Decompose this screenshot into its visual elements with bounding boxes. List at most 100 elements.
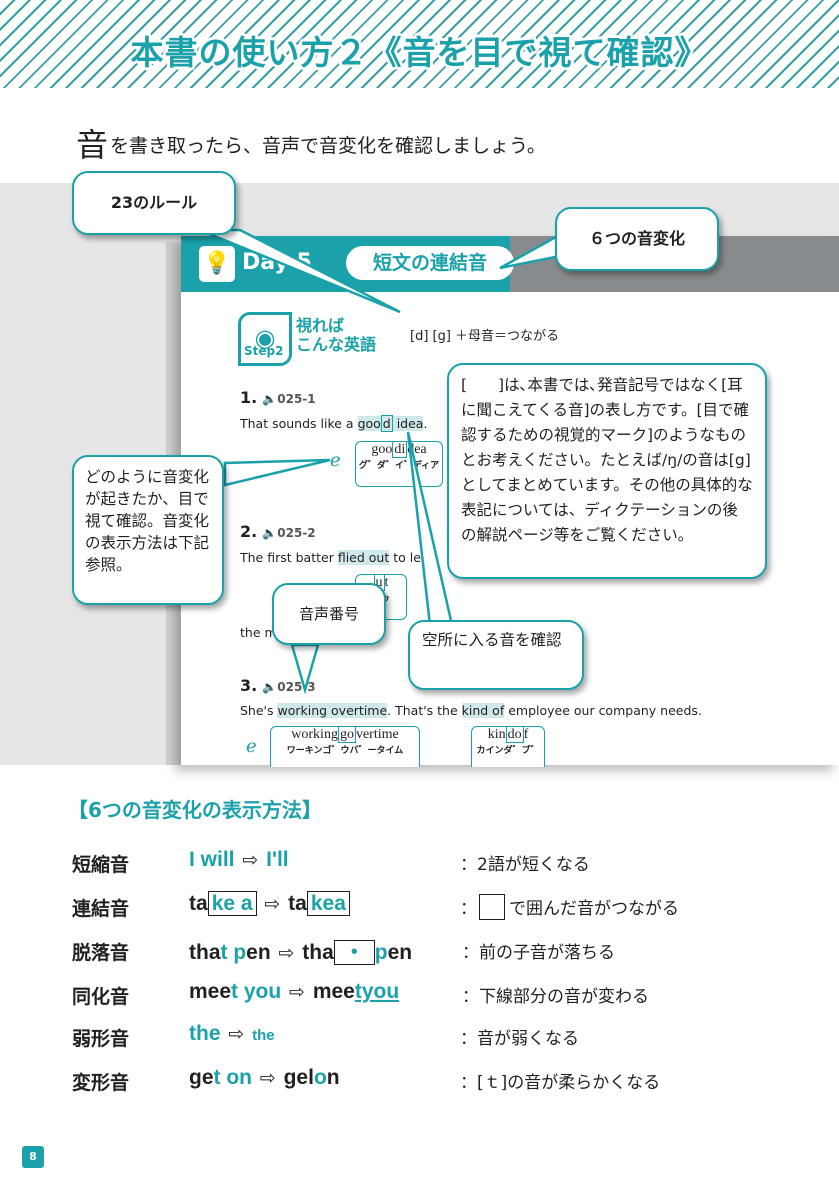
ans-text: f <box>523 727 529 742</box>
row-name: 脱落音 <box>72 942 130 964</box>
ex-text: tha <box>189 941 221 964</box>
row-name: 変形音 <box>72 1072 130 1094</box>
eye-icon: ◉ <box>238 312 292 366</box>
ex-text: ge <box>283 1066 309 1089</box>
item-1-header: 1. 🔈025-1 <box>240 388 316 407</box>
lightbulb-icon: 💡 <box>199 246 235 282</box>
speaker-icon[interactable]: 🔈 <box>262 680 278 694</box>
sentence-text: . That's the <box>387 703 462 718</box>
legend-row-contraction: 短縮音 I will ⇨ I'll ：2語が短くなる <box>72 848 832 880</box>
ex-text: ta <box>288 892 307 915</box>
desc-text: で囲んだ音がつながる <box>509 899 679 919</box>
row-desc: ：前の子音が落ちる <box>462 943 615 963</box>
ex-text: ta <box>189 892 208 915</box>
step-title-2: こんな英語 <box>296 335 377 354</box>
arrow-icon: ⇨ <box>264 894 281 915</box>
ans-box: u <box>373 574 385 591</box>
ex-text: I'll <box>266 848 289 871</box>
callout-howto: どのように音変化が起きたか、目で視て確認。音変化の表示方法は下記参照。 <box>72 455 224 605</box>
ex-text: n <box>326 1066 340 1089</box>
arrow-icon: ⇨ <box>228 1024 245 1045</box>
ex-text: the <box>189 1022 221 1045</box>
ex-box: kea <box>306 891 350 916</box>
arrow-icon: ⇨ <box>289 982 305 1003</box>
row-example: the ⇨ the <box>189 1022 275 1046</box>
legend-row-elision: 脱落音 that pen ⇨ tha・pen ：前の子音が落ちる <box>72 938 832 968</box>
row-desc: ： で囲んだ音がつながる <box>460 894 679 920</box>
ex-text: t on <box>213 1066 252 1089</box>
ex-text: mee <box>312 980 355 1003</box>
step-label: Step2 <box>244 344 284 358</box>
ans-text: kin <box>487 727 506 742</box>
row-name: 連結音 <box>72 898 130 920</box>
arrow-icon: ⇨ <box>259 1068 276 1089</box>
highlight: flied out <box>337 550 390 565</box>
ex-text: l <box>308 1066 314 1089</box>
row-example: get on ⇨ gelon <box>189 1066 340 1090</box>
ans-box: do <box>505 726 524 743</box>
desc-prefix: ： <box>460 899 477 919</box>
row-example: meet you ⇨ meetyou <box>189 980 399 1004</box>
ex-text: p <box>227 941 247 964</box>
hl-text: idea <box>392 416 424 431</box>
sentence-text: That sounds like a <box>240 416 358 431</box>
sentence-text: She's <box>240 703 278 718</box>
ans-kana: カインダ゛ブ゛ <box>476 746 540 756</box>
callout-six: ６つの音変化 <box>555 207 719 271</box>
ex-box: ・ <box>333 940 375 965</box>
item-number: 1. <box>240 388 258 407</box>
row-desc: ：2語が短くなる <box>460 855 590 875</box>
ex-text: p <box>374 941 388 964</box>
ans-box: di <box>392 441 408 458</box>
speaker-icon[interactable]: 🔈 <box>262 526 278 540</box>
arrow-icon: ⇨ <box>242 850 259 871</box>
ans-box: go <box>337 726 356 743</box>
item-number: 3. <box>240 676 258 695</box>
callout-audio-number: 音声番号 <box>272 583 386 645</box>
ex-text: t you <box>231 980 282 1003</box>
step-title-1: 視れば <box>296 316 345 335</box>
item-2-header: 2. 🔈025-2 <box>240 522 316 541</box>
intro-lead: 音 <box>76 126 109 164</box>
page-number: 8 <box>22 1146 44 1168</box>
hl-text: goo <box>357 416 381 431</box>
speaker-icon[interactable]: 🔈 <box>262 392 278 406</box>
ans-text: t <box>384 575 389 590</box>
row-desc: ：[ｔ]の音が柔らかくなる <box>460 1073 661 1093</box>
item-3-sentence: She's working overtime. That's the kind … <box>240 703 702 718</box>
row-desc: ：音が弱くなる <box>460 1029 579 1049</box>
ans-text: goo <box>371 442 393 457</box>
sentence-text: The first batter <box>240 550 338 565</box>
legend-title: 【6つの音変化の表示方法】 <box>68 798 322 822</box>
ex-text: en <box>387 941 413 964</box>
highlight: working overtime <box>277 703 388 718</box>
intro-text: 音を書き取ったら、音声で音変化を確認しましょう。 <box>76 120 546 166</box>
ex-text: en <box>246 941 271 964</box>
callout-rules: 23のルール <box>72 171 236 235</box>
row-example: that pen ⇨ tha・pen <box>189 936 412 966</box>
ear-icon: ℯ <box>330 450 341 471</box>
ex-text-small: the <box>252 1027 275 1044</box>
ear-icon: ℯ <box>246 736 257 757</box>
row-name: 弱形音 <box>72 1028 130 1050</box>
ans-text: working <box>291 727 338 742</box>
audio-number: 025-2 <box>277 526 316 540</box>
sentence-text: employee our company needs. <box>504 703 702 718</box>
ans-kana: グ゛ダ゛イ゛ディア <box>358 461 440 471</box>
row-name: 短縮音 <box>72 854 130 876</box>
hl-box: d <box>380 415 393 432</box>
step-title: 視ればこんな英語 <box>296 316 376 354</box>
highlight: kind of <box>461 703 505 718</box>
arrow-icon: ⇨ <box>278 943 295 964</box>
ex-text: ge <box>189 1066 214 1089</box>
ex-text: t <box>220 941 228 964</box>
ans-kana: ワーキンゴ゛ウバ゛ータイム <box>286 746 404 756</box>
legend-row-assimilation: 同化音 meet you ⇨ meetyou ：下線部分の音が変わる <box>72 980 832 1012</box>
square-icon <box>479 894 505 920</box>
